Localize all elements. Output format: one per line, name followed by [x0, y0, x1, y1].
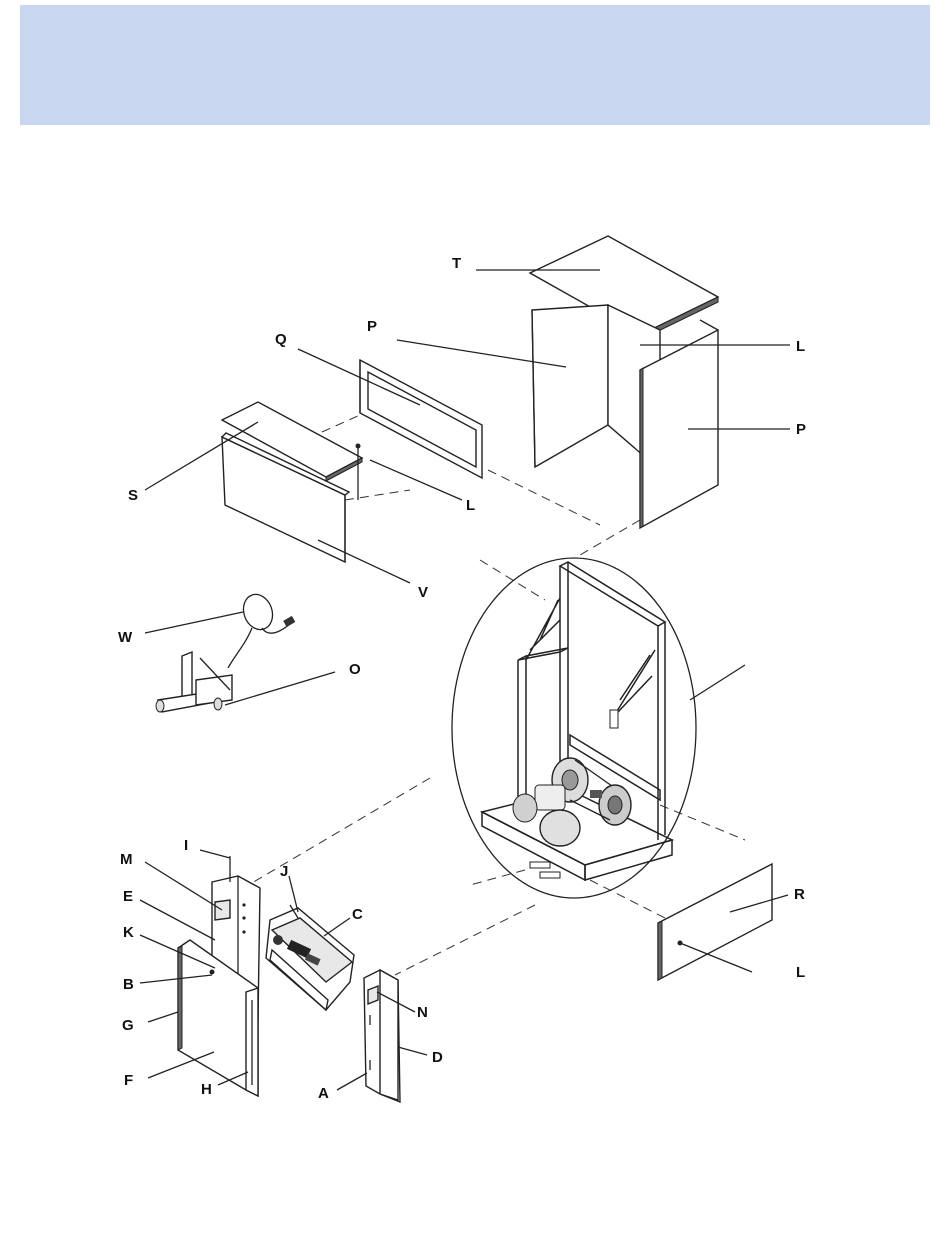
- label-q: Q: [275, 331, 287, 348]
- controller-box-c: [266, 905, 354, 1010]
- label-l-mid: L: [466, 497, 475, 514]
- label-i: I: [184, 837, 188, 854]
- chassis-detail-callout: [452, 558, 745, 898]
- label-g: G: [122, 1017, 134, 1034]
- label-n: N: [417, 1004, 428, 1021]
- mounting-bracket-o: [156, 652, 232, 712]
- label-p-top: P: [367, 318, 377, 335]
- label-r: R: [794, 886, 805, 903]
- label-o: O: [349, 661, 361, 678]
- label-t: T: [452, 255, 461, 272]
- label-j: J: [280, 863, 288, 880]
- label-m: M: [120, 851, 133, 868]
- label-h: H: [201, 1081, 212, 1098]
- label-w: W: [118, 629, 133, 646]
- label-k: K: [123, 924, 134, 941]
- front-column-d: [364, 970, 400, 1102]
- screw-mid: [356, 444, 361, 501]
- label-l-bottom: L: [796, 964, 805, 981]
- label-p-right: P: [796, 421, 806, 438]
- label-s: S: [128, 487, 138, 504]
- power-cable-w: [228, 590, 295, 668]
- label-v: V: [418, 584, 428, 601]
- label-a: A: [318, 1085, 329, 1102]
- label-l-top: L: [796, 338, 805, 355]
- base-panel-r: [658, 864, 772, 980]
- label-c: C: [352, 906, 363, 923]
- front-frame-panel-q: [360, 360, 482, 478]
- label-b: B: [123, 976, 134, 993]
- label-e: E: [123, 888, 133, 905]
- label-f: F: [124, 1072, 133, 1089]
- label-d: D: [432, 1049, 443, 1066]
